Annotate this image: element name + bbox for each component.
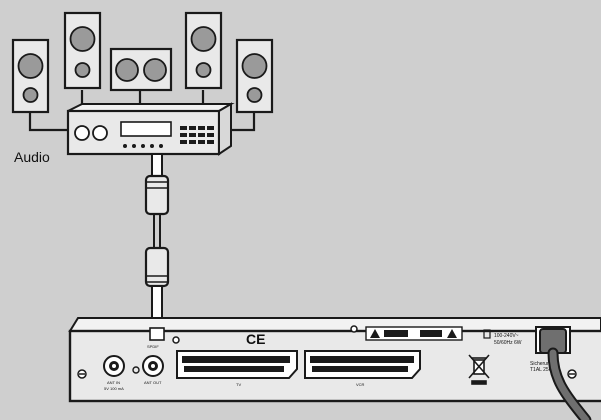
spdif-label: SPDIF bbox=[147, 344, 159, 349]
spdif-port bbox=[149, 327, 165, 341]
power-rating-line1: 100-240V~ bbox=[494, 333, 519, 339]
warning-triangle-icon bbox=[370, 329, 380, 338]
fuse-label-line1: Sicherung bbox=[530, 361, 553, 367]
scart-vcr-connector bbox=[304, 350, 421, 379]
power-rating-line2: 50/60Hz 6W bbox=[494, 340, 522, 346]
rf-in-sub-label: 5V 100 mA bbox=[104, 386, 124, 391]
screw-icon bbox=[77, 325, 577, 379]
rf-out-label: ANT OUT bbox=[144, 380, 162, 385]
scart-tv-connector bbox=[176, 350, 298, 379]
weee-bin-icon bbox=[468, 354, 490, 385]
fuse-label-line2: T1AL 250V bbox=[530, 367, 555, 373]
rf-in-label: ANT IN bbox=[107, 380, 120, 385]
speaker-front-right bbox=[235, 38, 274, 114]
speaker-front-left bbox=[11, 38, 50, 114]
rf-out-connector bbox=[142, 355, 164, 377]
rf-in-connector bbox=[103, 355, 125, 377]
warning-label bbox=[365, 326, 463, 341]
scart-vcr-label: VCR bbox=[356, 382, 365, 387]
ground-icon bbox=[132, 366, 140, 374]
double-insulation-icon bbox=[483, 329, 491, 339]
ce-mark: CE bbox=[246, 331, 265, 347]
speaker-surround-right bbox=[184, 11, 223, 90]
optical-cable bbox=[144, 153, 170, 327]
receiver-back-panel: ANT IN 5V 100 mA ANT OUT SPDIF CE TV VCR bbox=[68, 317, 601, 403]
amplifier-button-grid bbox=[180, 126, 214, 144]
speaker-center bbox=[109, 47, 173, 92]
scart-tv-label: TV bbox=[236, 382, 241, 387]
audio-label: Audio bbox=[14, 149, 50, 165]
amplifier-icon bbox=[66, 102, 235, 156]
power-plug-icon bbox=[539, 328, 592, 420]
speaker-surround-left bbox=[63, 11, 102, 90]
